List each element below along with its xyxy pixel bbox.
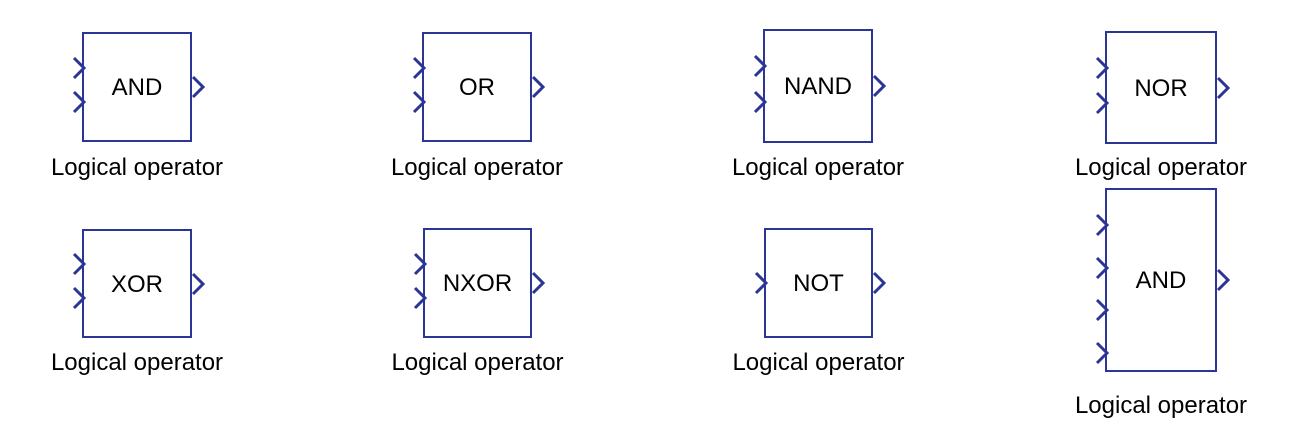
block-body[interactable] — [422, 32, 532, 142]
input-port-3[interactable] — [1095, 298, 1110, 322]
block-caption: Logical operator — [732, 154, 904, 181]
output-port[interactable] — [872, 74, 887, 98]
logic-block-and[interactable]: AND Logical operator — [1075, 188, 1247, 419]
block-caption: Logical operator — [51, 349, 223, 376]
input-port-1[interactable] — [412, 56, 427, 80]
block-caption: Logical operator — [391, 349, 563, 376]
input-port-2[interactable] — [753, 90, 768, 114]
input-port-2[interactable] — [1095, 91, 1110, 115]
logic-block-nor[interactable]: NOR Logical operator — [1075, 31, 1247, 181]
output-port[interactable] — [191, 272, 206, 296]
input-port-2[interactable] — [72, 90, 87, 114]
operator-label: AND — [1136, 267, 1187, 294]
block-body[interactable] — [423, 228, 532, 338]
output-port[interactable] — [872, 271, 887, 295]
logic-block-nand[interactable]: NAND Logical operator — [732, 29, 904, 181]
block-caption: Logical operator — [1075, 154, 1247, 181]
operator-label: AND — [112, 74, 163, 101]
input-port-1[interactable] — [72, 56, 87, 80]
block-body[interactable] — [82, 229, 192, 338]
input-port-1[interactable] — [753, 54, 768, 78]
input-port-2[interactable] — [412, 90, 427, 114]
output-port[interactable] — [1216, 268, 1231, 292]
block-body[interactable] — [82, 32, 192, 142]
output-port[interactable] — [531, 271, 546, 295]
operator-label: NOT — [793, 270, 844, 297]
block-caption: Logical operator — [732, 349, 904, 376]
input-port-4[interactable] — [1095, 341, 1110, 365]
logic-block-not[interactable]: NOT Logical operator — [732, 228, 905, 376]
input-port-2[interactable] — [1095, 256, 1110, 280]
block-caption: Logical operator — [391, 154, 563, 181]
logic-block-nxor[interactable]: NXOR Logical operator — [391, 228, 564, 376]
logic-block-and[interactable]: AND Logical operator — [51, 32, 223, 181]
block-body[interactable] — [764, 228, 873, 338]
input-port-1[interactable] — [754, 271, 769, 295]
block-caption: Logical operator — [51, 154, 223, 181]
logic-block-xor[interactable]: XOR Logical operator — [51, 229, 223, 376]
output-port[interactable] — [531, 75, 546, 99]
input-port-1[interactable] — [413, 252, 428, 276]
input-port-2[interactable] — [413, 286, 428, 310]
block-body[interactable] — [1105, 31, 1217, 144]
input-port-1[interactable] — [1095, 213, 1110, 237]
operator-label: NAND — [784, 73, 852, 100]
block-caption: Logical operator — [1075, 392, 1247, 419]
block-body[interactable] — [763, 29, 873, 143]
input-port-2[interactable] — [72, 286, 87, 310]
logic-block-or[interactable]: OR Logical operator — [391, 32, 563, 181]
input-port-1[interactable] — [1095, 56, 1110, 80]
output-port[interactable] — [191, 75, 206, 99]
operator-label: XOR — [111, 271, 163, 298]
input-port-1[interactable] — [72, 252, 87, 276]
block-body[interactable] — [1105, 188, 1217, 372]
operator-label: NXOR — [443, 270, 512, 297]
output-port[interactable] — [1216, 76, 1231, 100]
operator-label: NOR — [1134, 75, 1187, 102]
operator-label: OR — [459, 74, 495, 101]
